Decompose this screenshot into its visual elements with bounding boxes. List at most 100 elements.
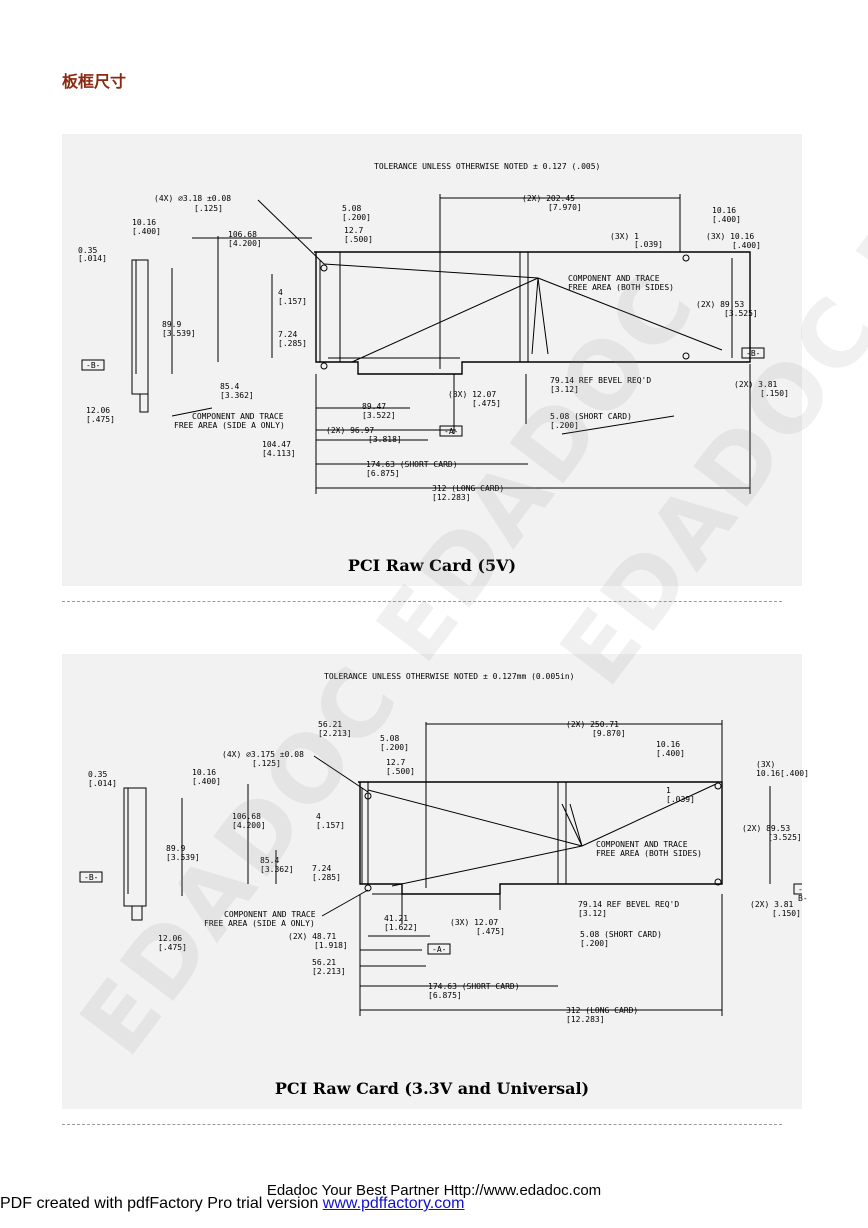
dim-label: 10.16: [192, 768, 217, 777]
free-area-note: FREE AREA (SIDE A ONLY): [174, 421, 285, 430]
dim-label: [.157]: [316, 821, 345, 830]
dim-label: [.400]: [712, 215, 741, 224]
dim-label: 106.68: [228, 230, 257, 239]
dim-label: [.475]: [476, 927, 505, 936]
pdf-notice-text: PDF created with pdfFactory Pro trial ve…: [0, 1195, 323, 1212]
dim-label: [3.12]: [550, 385, 579, 394]
dim-label: [12.283]: [566, 1015, 605, 1024]
dim-label: 5.08 (SHORT CARD): [580, 930, 662, 939]
figure-pci-3v3: TOLERANCE UNLESS OTHERWISE NOTED ± 0.127…: [62, 654, 809, 1109]
dim-label: [.200]: [380, 743, 409, 752]
divider: [62, 1124, 782, 1125]
dim-label: [1.622]: [384, 923, 418, 932]
dim-label: [.200]: [550, 421, 579, 430]
drawing-pci-5v: [81, 194, 765, 494]
dim-label: [.200]: [580, 939, 609, 948]
dim-label: [.014]: [88, 779, 117, 788]
dim-label: [.400]: [132, 227, 161, 236]
free-area-note: FREE AREA (BOTH SIDES): [596, 849, 702, 858]
dim-label: [6.875]: [428, 991, 462, 1000]
dim-label: [3.525]: [768, 833, 802, 842]
dim-label: (2X) 48.71: [288, 932, 337, 941]
section-title: 板框尺寸: [62, 72, 127, 91]
dim-label: 4: [278, 288, 283, 297]
dim-label: [1.918]: [314, 941, 348, 950]
dim-label: 0.35: [88, 770, 108, 779]
dim-label: [6.875]: [366, 469, 400, 478]
dim-label: (3X) 10.16: [756, 760, 781, 778]
dim-label: [.475]: [158, 943, 187, 952]
dim-label: 12.06: [86, 406, 111, 415]
dim-label: [.285]: [312, 873, 341, 882]
dim-label: [2.213]: [318, 729, 352, 738]
dim-label: [4.113]: [262, 449, 296, 458]
datum-b: -B-: [84, 873, 99, 882]
hole-dim-in: [.125]: [194, 204, 223, 213]
dim-label: [4.200]: [228, 239, 262, 248]
free-area-note: FREE AREA (SIDE A ONLY): [204, 919, 315, 928]
tolerance-note: TOLERANCE UNLESS OTHERWISE NOTED ± 0.127…: [374, 162, 601, 171]
dim-label: [3.525]: [724, 309, 758, 318]
figure-caption: PCI Raw Card (3.3V and Universal): [274, 1079, 590, 1098]
dim-label: (3X) 12.07: [448, 390, 497, 399]
dim-label: (2X) 3.81: [750, 900, 794, 909]
dim-label: [.400]: [732, 241, 761, 250]
dim-label: [7.970]: [548, 203, 582, 212]
dim-label: 4: [316, 812, 321, 821]
dim-label: (2X) 89.53: [742, 824, 791, 833]
dim-label: [.400]: [656, 749, 685, 758]
dim-label: 10.16: [656, 740, 681, 749]
dim-label: [3.539]: [162, 329, 196, 338]
dim-label: (2X) 89.53: [696, 300, 745, 309]
dim-label: [.475]: [86, 415, 115, 424]
figure-caption: PCI Raw Card (5V): [347, 556, 517, 575]
dim-label: 5.08: [380, 734, 400, 743]
dim-label: (2X) 250.71: [566, 720, 619, 729]
dim-label: [.500]: [344, 235, 373, 244]
dim-label: 89.9: [166, 844, 186, 853]
datum-a: -A-: [444, 427, 459, 436]
hole-dim-in: [.125]: [252, 759, 281, 768]
dim-label: (2X) 202.45: [522, 194, 575, 203]
dim-label: 106.68: [232, 812, 261, 821]
dim-label: [.285]: [278, 339, 307, 348]
dim-label: [.039]: [634, 240, 663, 249]
dim-label: (3X) 1: [610, 232, 639, 241]
dim-label: 10.16: [712, 206, 737, 215]
dim-label: [2.213]: [312, 967, 346, 976]
dim-label: 312 (LONG CARD): [432, 484, 505, 493]
free-area-note: COMPONENT AND TRACE: [596, 840, 688, 849]
dim-label: [4.200]: [232, 821, 266, 830]
datum-b: -B-: [746, 349, 761, 358]
dim-label: [3.362]: [220, 391, 254, 400]
tolerance-note: TOLERANCE UNLESS OTHERWISE NOTED ± 0.127…: [324, 672, 575, 681]
dim-label: (3X) 10.16: [706, 232, 755, 241]
dim-label: 89.9: [162, 320, 182, 329]
dim-label: [3.539]: [166, 853, 200, 862]
dim-label: 12.7: [386, 758, 406, 767]
datum-b: -B-: [86, 361, 101, 370]
dim-label: (2X) 3.81: [734, 380, 778, 389]
dim-label: 12.06: [158, 934, 183, 943]
dim-label: 7.24: [312, 864, 332, 873]
free-area-note: COMPONENT AND TRACE: [224, 910, 316, 919]
dim-label: [12.283]: [432, 493, 471, 502]
dim-label: (3X) 12.07: [450, 918, 499, 927]
dim-label: [.039]: [666, 795, 695, 804]
drawing-pci-3v3: [79, 720, 802, 1016]
free-area-note: COMPONENT AND TRACE: [192, 412, 284, 421]
footer-partner: Edadoc Your Best Partner Http://www.edad…: [266, 1182, 602, 1199]
dim-label: [.500]: [386, 767, 415, 776]
free-area-note: COMPONENT AND TRACE: [568, 274, 660, 283]
free-area-note: FREE AREA (BOTH SIDES): [568, 283, 674, 292]
dim-label: [.014]: [78, 254, 107, 263]
dim-label: [.200]: [342, 213, 371, 222]
dim-label: [.400]: [780, 769, 809, 778]
dim-label: 0.35: [78, 246, 98, 255]
dim-label: 12.7: [344, 226, 364, 235]
dim-label: 41.21: [384, 914, 409, 923]
pdffactory-link[interactable]: www.pdffactory.com: [322, 1195, 465, 1212]
dim-label: 85.4: [220, 382, 240, 391]
dim-label: 5.08 (SHORT CARD): [550, 412, 632, 421]
hole-dim: (4X) ∅3.18 ±0.08: [154, 194, 232, 203]
